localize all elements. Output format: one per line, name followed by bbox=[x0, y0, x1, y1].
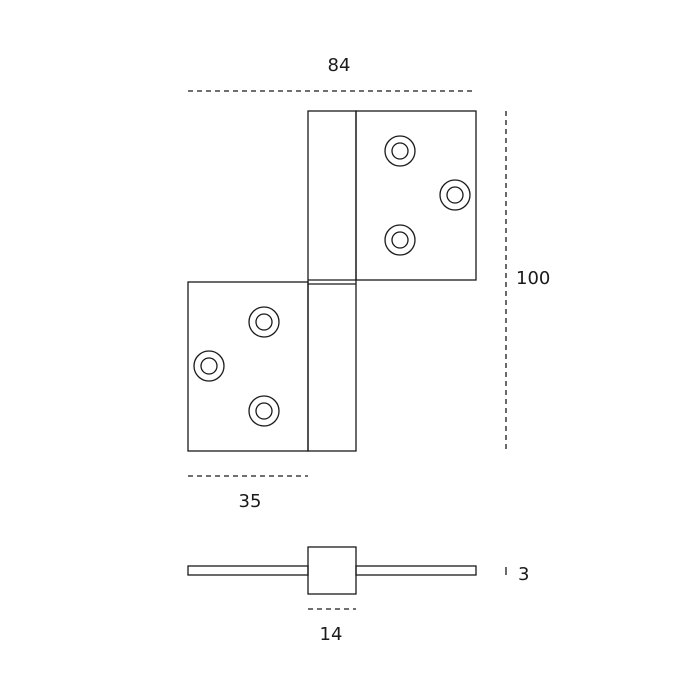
knuckle-width-dimension: 14 bbox=[308, 608, 356, 645]
leaf-width-dimension: 35 bbox=[188, 475, 308, 512]
knuckle-outline bbox=[307, 110, 357, 452]
upper-leaf-plate bbox=[355, 110, 477, 281]
overall-height-dimension: 100 bbox=[505, 111, 550, 451]
side-view-left-leaf bbox=[187, 565, 309, 576]
knuckle-width-label: 14 bbox=[320, 624, 343, 645]
upper-leaf-screw-hole-2 bbox=[439, 179, 471, 211]
lower-leaf-screw-hole-2 bbox=[193, 350, 225, 382]
side-view-right-leaf bbox=[355, 565, 477, 576]
overall-height-label: 100 bbox=[516, 268, 550, 289]
leaf-width-label: 35 bbox=[239, 491, 262, 512]
lower-leaf-plate bbox=[187, 281, 309, 452]
upper-leaf-screw-hole-1 bbox=[384, 135, 416, 167]
thickness-dimension: 3 bbox=[505, 564, 529, 585]
upper-leaf bbox=[355, 110, 477, 281]
thickness-label: 3 bbox=[518, 564, 529, 585]
side-view-knuckle bbox=[307, 546, 357, 595]
hinge-side-view bbox=[187, 546, 477, 595]
overall-width-dimension: 84 bbox=[188, 55, 476, 92]
lower-leaf bbox=[187, 281, 309, 452]
hinge-knuckle bbox=[307, 110, 357, 452]
upper-leaf-screw-hole-3 bbox=[384, 224, 416, 256]
lower-leaf-screw-hole-1 bbox=[248, 306, 280, 338]
overall-width-label: 84 bbox=[328, 55, 351, 76]
lower-leaf-screw-hole-3 bbox=[248, 395, 280, 427]
